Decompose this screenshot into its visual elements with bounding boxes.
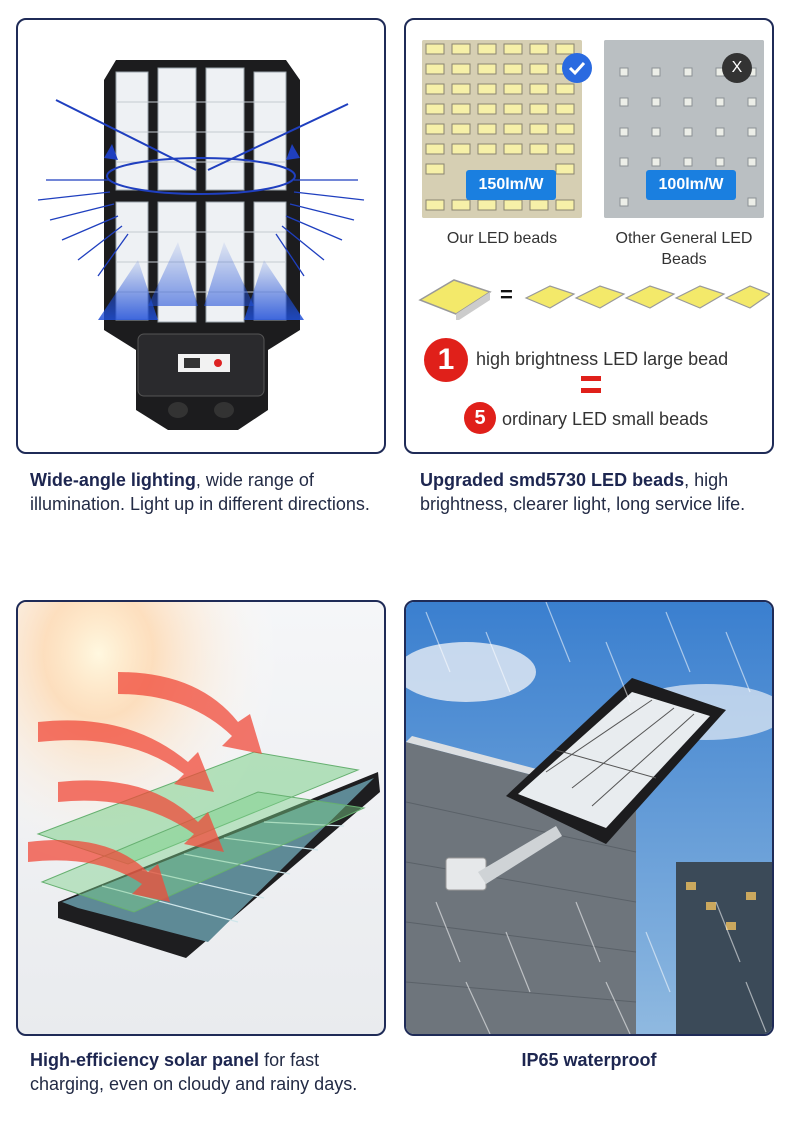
red-equals-icon bbox=[581, 376, 601, 394]
our-efficiency-badge: 150lm/W bbox=[466, 170, 556, 200]
number-one-badge: 1 bbox=[424, 338, 468, 382]
wide-angle-caption-title: Wide-angle lighting bbox=[30, 470, 196, 490]
street-light-front-illustration bbox=[37, 60, 365, 430]
led-beads-caption-title: Upgraded smd5730 LED beads bbox=[420, 470, 685, 490]
x-icon: X bbox=[722, 53, 752, 83]
wide-angle-caption: Wide-angle lighting, wide range of illum… bbox=[30, 468, 380, 516]
waterproof-caption-title: IP65 waterproof bbox=[521, 1050, 657, 1070]
equals-sign: = bbox=[500, 282, 513, 307]
other-efficiency-badge: 100lm/W bbox=[646, 170, 736, 200]
solar-panel-caption-text: for fast charging, even on cloudy and ra… bbox=[30, 1050, 358, 1094]
number-five-badge: 5 bbox=[464, 402, 496, 434]
small-beads-statement: ordinary LED small beads bbox=[502, 409, 709, 429]
led-beads-caption-text: , high brightness, clearer light, long s… bbox=[420, 470, 746, 514]
wide-angle-caption-text: , wide range of illumination. Light up i… bbox=[30, 470, 370, 514]
check-icon bbox=[562, 53, 592, 83]
other-led-beads-label: Other General LED Beads bbox=[615, 230, 753, 268]
our-led-beads-label: Our LED beads bbox=[446, 230, 558, 247]
large-bead-statement: high brightness LED large bead bbox=[476, 349, 729, 369]
solar-panel-panel bbox=[16, 600, 386, 1036]
waterproof-caption: IP65 waterproof bbox=[404, 1048, 774, 1072]
solar-panel-illustration bbox=[18, 602, 384, 1034]
solar-panel-caption: High-efficiency solar panel for fast cha… bbox=[30, 1048, 380, 1096]
wide-angle-panel bbox=[16, 18, 386, 454]
rain-scene-illustration bbox=[406, 602, 772, 1034]
bead-equation-illustration bbox=[418, 279, 770, 320]
led-beads-panel: X 150lm/W 100lm/W Our LED beads Other Ge… bbox=[404, 18, 774, 454]
waterproof-panel bbox=[404, 600, 774, 1036]
led-beads-caption: Upgraded smd5730 LED beads, high brightn… bbox=[420, 468, 770, 516]
solar-panel-caption-title: High-efficiency solar panel bbox=[30, 1050, 260, 1070]
